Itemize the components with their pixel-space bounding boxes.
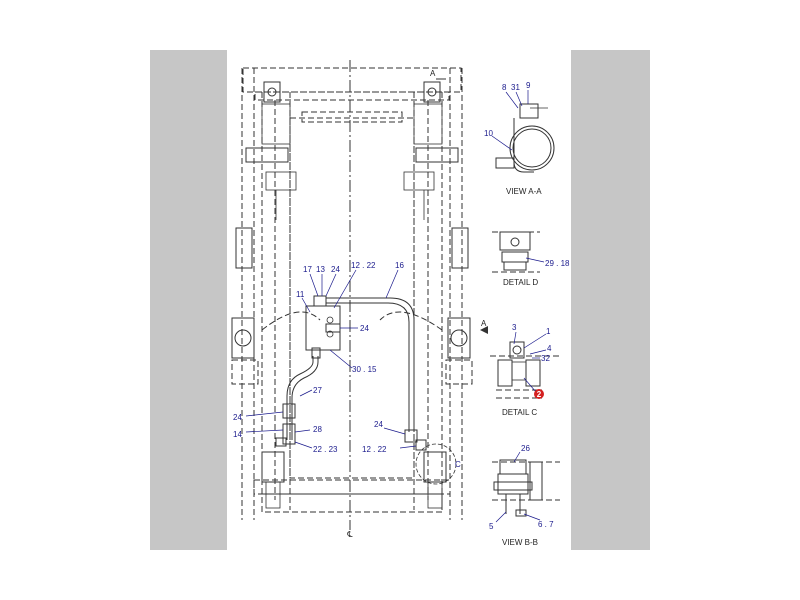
main-leaders bbox=[245, 269, 417, 449]
view-bb-caption: VIEW B-B bbox=[502, 538, 538, 547]
svg-text:A: A bbox=[481, 319, 487, 328]
callout-24: 24 bbox=[360, 324, 369, 333]
svg-text:A: A bbox=[430, 69, 436, 78]
callout-22-23: 22 . 23 bbox=[313, 445, 338, 454]
callout-13: 13 bbox=[316, 265, 325, 274]
view-aa-callouts: 8 31 9 10 bbox=[484, 81, 531, 138]
callout-28: 28 bbox=[313, 425, 322, 434]
callout-4: 4 bbox=[547, 344, 552, 353]
callout-32: 32 bbox=[541, 354, 550, 363]
callout-24: 24 bbox=[233, 413, 242, 422]
callout-14: 14 bbox=[233, 430, 242, 439]
detail-d-caption: DETAIL D bbox=[503, 278, 538, 287]
detail-c-caption: DETAIL C bbox=[502, 408, 537, 417]
callout-12-22: 12 . 22 bbox=[351, 261, 376, 270]
callout-11: 11 bbox=[296, 290, 305, 299]
callout-12-22: 12 . 22 bbox=[362, 445, 387, 454]
callout-30-15: 30 . 15 bbox=[352, 365, 377, 374]
callout-3: 3 bbox=[512, 323, 517, 332]
mast-assembly bbox=[231, 60, 473, 530]
detail-c-drawing bbox=[490, 331, 560, 399]
callout-29-18: 29 . 18 bbox=[545, 259, 570, 268]
callout-24: 24 bbox=[374, 420, 383, 429]
callout-27: 27 bbox=[313, 386, 322, 395]
callout-6-7: 6 . 7 bbox=[538, 520, 554, 529]
callout-1: 1 bbox=[546, 327, 551, 336]
callout-17: 17 bbox=[303, 265, 312, 274]
detail-d-drawing bbox=[492, 231, 545, 273]
callout-16: 16 bbox=[395, 261, 404, 270]
section-marker-a-top: A bbox=[430, 69, 446, 80]
highlight-marker bbox=[534, 389, 544, 399]
detail-c-callouts: 3 1 4 32 2 bbox=[512, 323, 552, 399]
callout-26: 26 bbox=[521, 444, 530, 453]
centerline-symbol: ℄ bbox=[346, 530, 353, 539]
callout-c: C bbox=[455, 460, 461, 469]
callout-2: 2 bbox=[537, 390, 542, 399]
callout-9: 9 bbox=[526, 81, 531, 90]
callout-24: 24 bbox=[331, 265, 340, 274]
view-aa-caption: VIEW A-A bbox=[506, 187, 542, 196]
section-marker-a-left: A bbox=[480, 319, 488, 334]
callout-8: 8 bbox=[502, 83, 507, 92]
main-callouts: 17 13 24 12 . 22 16 11 24 30 . 15 27 24 … bbox=[233, 261, 461, 469]
callout-5: 5 bbox=[489, 522, 494, 531]
view-bb-drawing bbox=[492, 451, 560, 523]
view-bb-callouts: 26 5 6 . 7 bbox=[489, 444, 554, 531]
view-aa-drawing bbox=[491, 90, 555, 173]
callout-10: 10 bbox=[484, 129, 493, 138]
callout-31: 31 bbox=[511, 83, 520, 92]
